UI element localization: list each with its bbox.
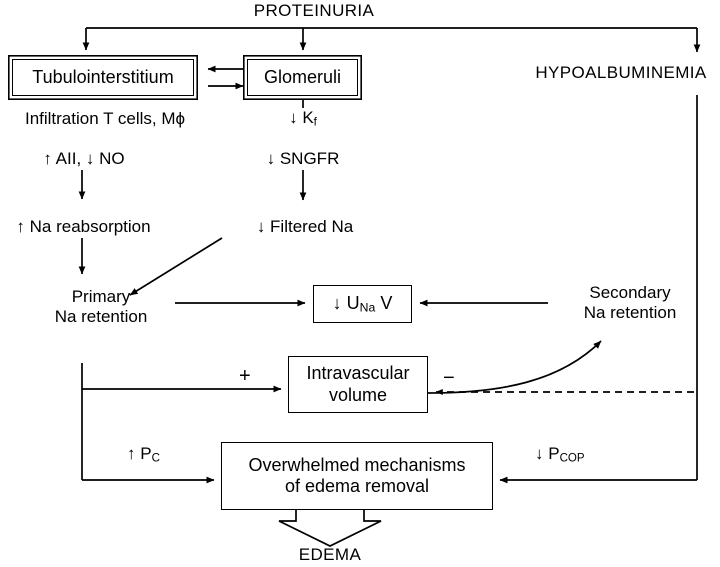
label-plus-sign: + xyxy=(239,366,251,386)
node-filtered-na: ↓ Filtered Na xyxy=(240,216,370,238)
label-minus-sign-text: − xyxy=(443,367,455,389)
node-na-reabsorption: ↑ Na reabsorption xyxy=(0,216,167,238)
node-overwhelmed-mechanisms[interactable]: Overwhelmed mechanisms of edema removal xyxy=(221,442,493,510)
node-edema: EDEMA xyxy=(280,544,380,566)
node-glomeruli[interactable]: Glomeruli xyxy=(247,59,358,96)
edge-filtered-na-to-primary xyxy=(129,237,223,296)
node-hypoalbuminemia: HYPOALBUMINEMIA xyxy=(522,62,720,84)
label-pc-subscript: C xyxy=(151,452,160,465)
label-minus-sign: − xyxy=(443,368,455,388)
node-intravascular-volume-line2: volume xyxy=(328,384,388,405)
node-sngfr-label: ↓ SNGFR xyxy=(266,149,340,169)
node-edema-label: EDEMA xyxy=(298,545,362,565)
node-primary-na-retention: Primary Na retention xyxy=(26,286,176,328)
node-aii-no-label: ↑ AII, ↓ NO xyxy=(43,149,125,169)
node-tubulointerstitium-label: Tubulointerstitium xyxy=(32,67,174,88)
node-proteinuria: PROTEINURIA xyxy=(224,0,404,22)
label-pcop-subscript: COP xyxy=(559,452,585,465)
node-infiltration: Infiltration T cells, Mϕ xyxy=(0,108,210,130)
node-secondary-na-retention: Secondary Na retention xyxy=(550,282,710,324)
node-na-reabsorption-label: ↑ Na reabsorption xyxy=(16,217,151,237)
label-pc-text: ↑ P xyxy=(127,444,152,463)
node-secondary-na-retention-line2: Na retention xyxy=(583,303,677,322)
node-kf-subscript: f xyxy=(313,116,317,129)
node-glomeruli-label: Glomeruli xyxy=(263,67,342,88)
node-tubulointerstitium[interactable]: Tubulointerstitium xyxy=(12,59,194,96)
node-overwhelmed-mechanisms-line1: Overwhelmed mechanisms xyxy=(248,454,466,475)
node-aii-no: ↑ AII, ↓ NO xyxy=(0,148,168,170)
node-hypoalbuminemia-label: HYPOALBUMINEMIA xyxy=(535,63,707,83)
node-una-v-subscript: Na xyxy=(359,300,376,315)
node-proteinuria-label: PROTEINURIA xyxy=(253,1,375,21)
node-filtered-na-label: ↓ Filtered Na xyxy=(256,217,354,237)
node-primary-na-retention-line2: Na retention xyxy=(54,307,148,326)
label-pcop-text: ↓ P xyxy=(535,444,560,463)
label-plus-sign-text: + xyxy=(239,365,251,387)
node-sngfr: ↓ SNGFR xyxy=(243,148,363,170)
node-primary-na-retention-line1: Primary xyxy=(71,286,131,306)
node-una-v-tail: V xyxy=(375,292,393,313)
node-una-v[interactable]: ↓ UNa V xyxy=(313,285,412,323)
label-pc: ↑ PC xyxy=(127,444,160,465)
node-intravascular-volume-line1: Intravascular xyxy=(306,363,410,384)
node-intravascular-volume[interactable]: Intravascular volume xyxy=(288,356,428,413)
node-overwhelmed-mechanisms-line2: of edema removal xyxy=(284,476,430,496)
node-kf-label: ↓ K xyxy=(289,108,314,128)
edge-funnel-to-edema xyxy=(278,510,382,547)
node-infiltration-label: Infiltration T cells, Mϕ xyxy=(24,109,186,129)
label-pcop: ↓ PCOP xyxy=(535,444,585,465)
node-kf: ↓ Kf xyxy=(253,108,353,130)
node-una-v-label: ↓ U xyxy=(332,292,360,313)
node-secondary-na-retention-line1: Secondary xyxy=(589,282,671,302)
